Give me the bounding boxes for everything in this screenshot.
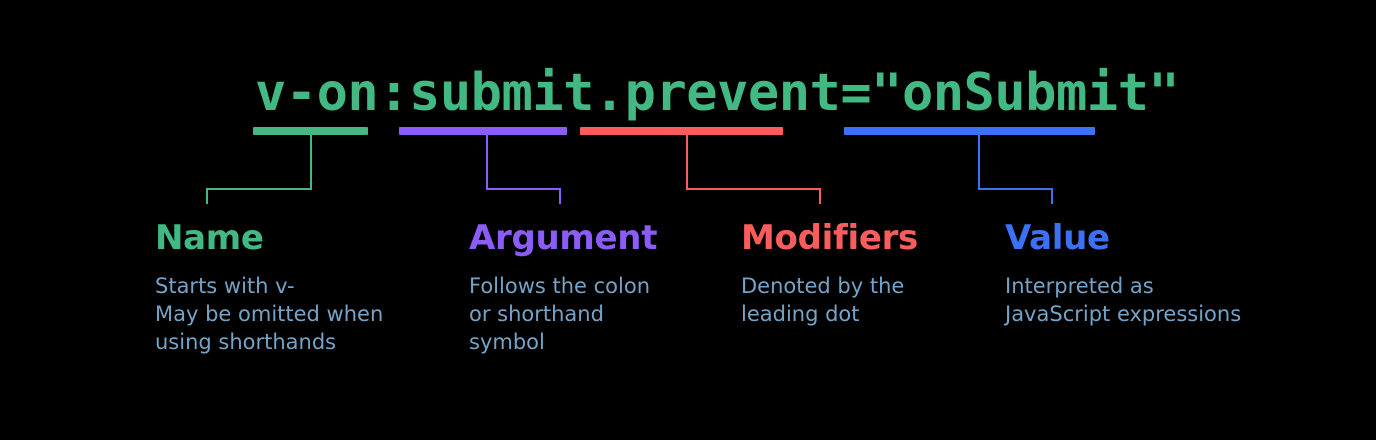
label-description-value: Interpreted as JavaScript expressions xyxy=(1005,274,1242,326)
connector-modifiers xyxy=(686,135,821,204)
underline-modifiers xyxy=(580,127,783,135)
label-description-argument: Follows the colon or shorthand symbol xyxy=(469,274,651,354)
label-title-modifiers: Modifiers xyxy=(741,218,918,258)
underline-argument xyxy=(399,127,567,135)
label-title-value: Value xyxy=(1005,218,1110,258)
label-title-argument: Argument xyxy=(469,218,658,258)
label-title-name: Name xyxy=(155,218,264,258)
underline-value xyxy=(844,127,1095,135)
connector-value xyxy=(978,135,1053,204)
directive-code-text: v-on:submit.prevent="onSubmit" xyxy=(255,63,1180,123)
connector-name xyxy=(206,135,312,204)
label-description-modifiers: Denoted by the leading dot xyxy=(741,274,905,326)
underline-name xyxy=(253,127,368,135)
label-description-name: Starts with v- May be omitted when using… xyxy=(155,274,384,354)
connector-argument xyxy=(486,135,561,204)
